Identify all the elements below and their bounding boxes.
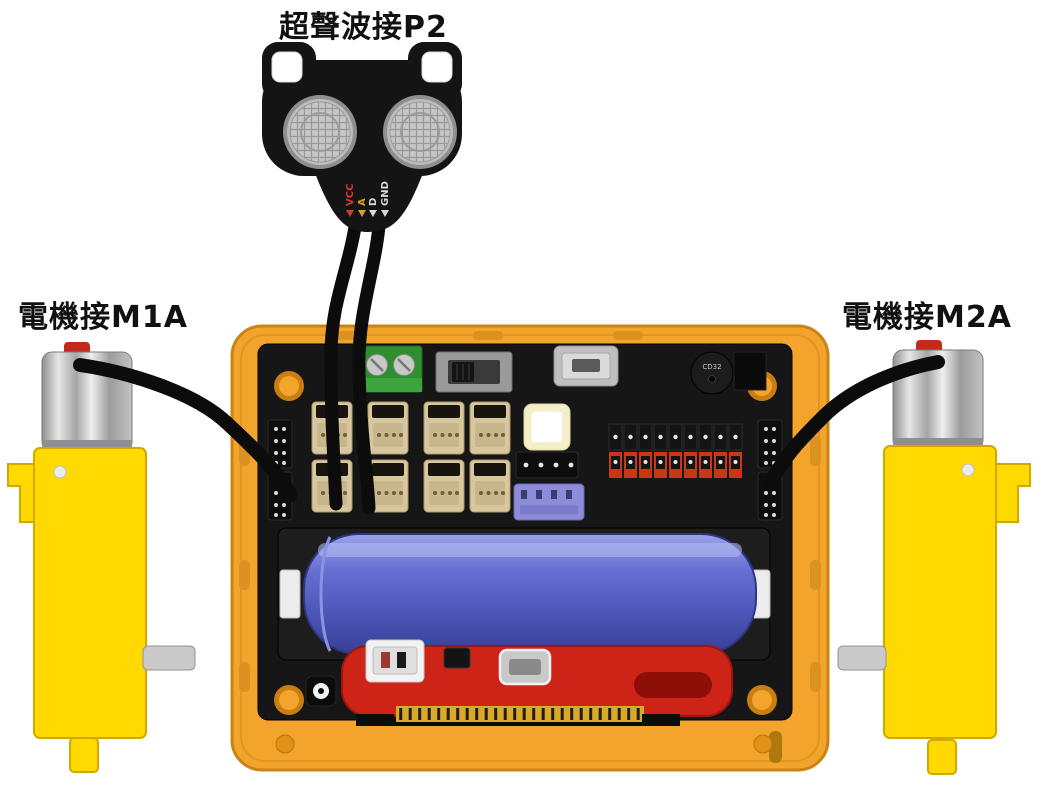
motor-left: [7, 342, 196, 773]
gpio-pin: [653, 423, 668, 451]
ultrasonic-sensor: VCC A D GND: [262, 42, 462, 232]
motor-left-bearing: [53, 465, 67, 479]
motor-cable-right: [763, 355, 945, 491]
jst-connector-r1c4: [469, 401, 511, 455]
pin-arrow-icon: [358, 210, 366, 217]
sensor-pin-label-a: A: [357, 198, 368, 206]
motor-left-axle: [142, 645, 196, 671]
motor-right: [837, 340, 1031, 775]
gpio-pin: [728, 423, 743, 451]
gpio-pin: [684, 452, 697, 478]
white-led: [523, 403, 571, 451]
jst-connector-r2c3: [423, 459, 465, 513]
gpio-pin: [623, 423, 638, 451]
jst-connector-r2c4: [469, 459, 511, 513]
chassis-slot: [473, 331, 503, 340]
chassis-inner-edge: [240, 334, 820, 762]
jst-connector-r1c3: [423, 401, 465, 455]
label-motor-m2a: 電機接M2A: [842, 300, 1012, 335]
chassis-stud: [753, 734, 773, 754]
gpio-pin: [729, 452, 742, 478]
expansion-board: [305, 639, 733, 726]
micro-usb-connector: [498, 648, 552, 686]
jst-white-connector: [365, 639, 425, 683]
gpio-pin: [669, 452, 682, 478]
terminal-block: [359, 345, 423, 393]
battery-contact-left: [279, 569, 301, 619]
gpio-pin: [638, 423, 653, 451]
buzzer-label: CD32: [702, 363, 721, 371]
sensor-led-left: [271, 51, 303, 83]
sensor-neck: [310, 160, 428, 232]
transducer-right: [383, 95, 457, 169]
ic-component: [733, 351, 767, 391]
gpio-pin: [624, 452, 637, 478]
buzzer: CD32: [690, 351, 734, 395]
motor-right-bearing: [961, 463, 975, 477]
label-ultrasonic-p2: 超聲波接P2: [279, 10, 448, 45]
motor-cable-left: [73, 358, 298, 502]
motor-left-gearbox: [33, 447, 147, 739]
pin-arrow-icon: [381, 210, 389, 217]
gpio-pin: [668, 423, 683, 451]
gpio-pin: [713, 423, 728, 451]
chassis-slot: [239, 560, 250, 590]
chassis-slot: [810, 436, 821, 466]
gpio-pin: [683, 423, 698, 451]
gpio-pin: [639, 452, 652, 478]
sensor-pin-label-vcc: VCC: [345, 184, 356, 206]
sensor-cable-right: [352, 207, 387, 515]
reset-button: [443, 647, 471, 669]
power-button: [305, 675, 337, 707]
mounting-hole-tl: [274, 371, 304, 401]
motor-right-gearbox: [883, 445, 997, 739]
sensor-cable-left: [324, 207, 364, 511]
chassis-slot: [769, 731, 782, 763]
mounting-hole-bl: [274, 685, 304, 715]
board-foot-left: [356, 714, 394, 726]
gpio-pin: [608, 423, 623, 451]
sensor-led-right: [421, 51, 453, 83]
motor-left-flange: [7, 463, 35, 523]
sensor-pin-labels: VCC A D GND: [345, 181, 391, 217]
sensor-pin-label-gnd: GND: [380, 181, 391, 206]
cables: [73, 207, 945, 515]
label-motor-m1a: 電機接M1A: [18, 300, 188, 335]
battery-cap-seam: [319, 536, 332, 652]
gpio-pin: [654, 452, 667, 478]
pin-arrow-icon: [346, 210, 354, 217]
transducer-left: [283, 95, 357, 169]
mounting-hole-br: [747, 685, 777, 715]
sensor-pin-label-d: D: [368, 198, 379, 206]
micro-usb-port: [553, 345, 619, 387]
gpio-pin: [699, 452, 712, 478]
chassis-slot: [239, 662, 250, 692]
chassis-slot: [810, 662, 821, 692]
jst-connector-r1c2: [367, 401, 409, 455]
motor-left-tab: [69, 737, 99, 773]
purple-connector: [513, 483, 585, 521]
battery-highlight: [318, 543, 742, 557]
chassis-stud: [275, 734, 295, 754]
motor-right-flange: [995, 463, 1031, 523]
chassis-slot: [613, 331, 643, 340]
power-switch: [435, 351, 513, 393]
gpio-pin: [698, 423, 713, 451]
pin-arrow-icon: [369, 210, 377, 217]
motor-right-tab: [927, 739, 957, 775]
edge-connector: [396, 706, 644, 722]
gpio-pin: [714, 452, 727, 478]
handle-slot: [634, 672, 712, 698]
motor-right-axle: [837, 645, 887, 671]
gpio-pin: [609, 452, 622, 478]
board-foot-right: [642, 714, 680, 726]
battery: [303, 533, 757, 655]
chassis-slot: [810, 560, 821, 590]
pin-header-4: [515, 451, 579, 479]
